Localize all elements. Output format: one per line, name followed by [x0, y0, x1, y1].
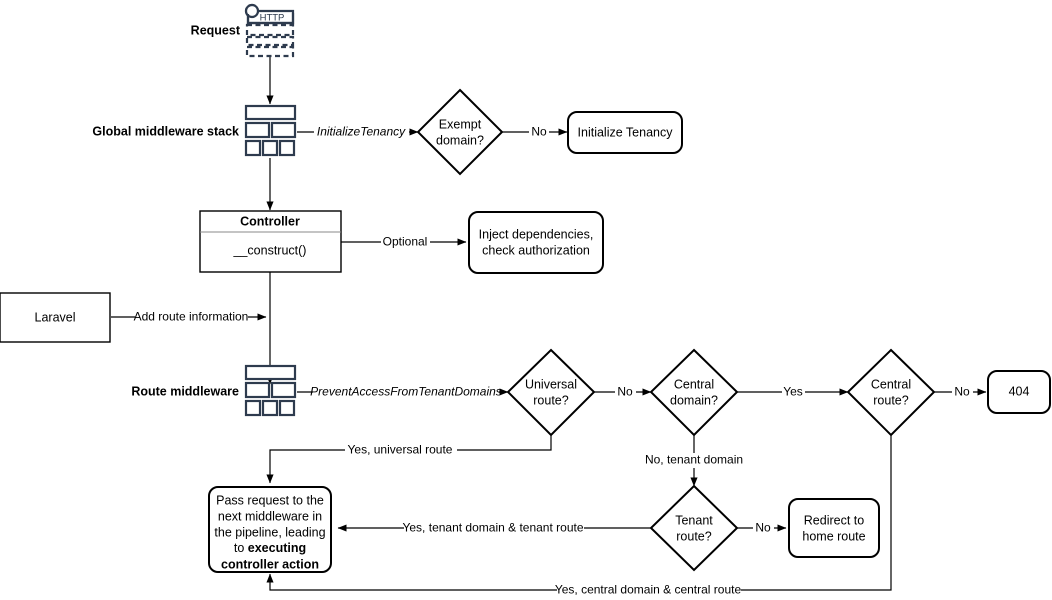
svg-text:to executing: to executing [234, 541, 306, 555]
edge-label-initialize-tenancy: InitializeTenancy [317, 125, 406, 139]
node-initialize-tenancy-label: Initialize Tenancy [578, 125, 674, 139]
node-pass-request[interactable]: Pass request to the next middleware in t… [208, 486, 332, 573]
edge-label-tenant-route-no: No [755, 521, 771, 535]
route-middleware-label: Route middleware [131, 384, 239, 398]
node-universal-route-line1: Universal [525, 377, 577, 391]
node-laravel[interactable]: Laravel [0, 292, 111, 343]
edge-label-optional: Optional [383, 235, 428, 249]
node-central-route-line1: Central [871, 377, 911, 391]
node-tenant-route-line2: route? [676, 529, 711, 543]
node-central-domain-line1: Central [674, 377, 714, 391]
node-controller-title: Controller [240, 214, 300, 228]
http-icon-label: HTTP [260, 13, 285, 24]
node-inject-dependencies-line2: check authorization [482, 243, 590, 257]
node-redirect-home-line1: Redirect to [804, 513, 864, 527]
node-pass-request-bold1: executing [248, 541, 306, 555]
edge-label-prevent-access: PreventAccessFromTenantDomains [310, 385, 502, 399]
node-tenant-route[interactable]: Tenant route? [649, 484, 739, 572]
node-exempt-domain[interactable]: Exempt domain? [416, 88, 504, 176]
global-middleware-stack-label: Global middleware stack [92, 124, 239, 138]
route-middleware-stack-icon [244, 364, 297, 417]
node-redirect-home-route[interactable]: Redirect to home route [788, 498, 880, 558]
node-exempt-domain-line1: Exempt [439, 117, 482, 131]
node-pass-request-bold2: controller action [221, 557, 319, 571]
node-pass-request-line1: Pass request to the [216, 493, 324, 507]
node-tenant-route-line1: Tenant [675, 513, 713, 527]
node-404-label: 404 [1009, 384, 1030, 398]
node-central-route[interactable]: Central route? [846, 348, 936, 437]
node-exempt-domain-line2: domain? [436, 133, 484, 147]
node-universal-route[interactable]: Universal route? [506, 348, 596, 437]
edge-label-universal-no: No [617, 385, 633, 399]
node-controller[interactable]: Controller __construct() [199, 210, 342, 273]
edge-label-exempt-no: No [531, 125, 547, 139]
node-pass-request-line4: to [234, 541, 248, 555]
node-404[interactable]: 404 [987, 370, 1051, 414]
node-inject-dependencies-line1: Inject dependencies, [479, 227, 594, 241]
node-central-route-line2: route? [873, 393, 908, 407]
edge-label-yes-universal-route: Yes, universal route [348, 443, 453, 457]
node-central-domain-line2: domain? [670, 393, 718, 407]
node-controller-method: __construct() [233, 243, 307, 257]
request-label: Request [191, 23, 241, 37]
edge-label-central-domain-yes: Yes [783, 385, 803, 399]
node-pass-request-line2: next middleware in [218, 509, 322, 523]
node-inject-dependencies[interactable]: Inject dependencies, check authorization [468, 211, 604, 274]
node-pass-request-line3: the pipeline, leading [214, 525, 325, 539]
edge-label-no-tenant-domain: No, tenant domain [645, 453, 743, 467]
node-redirect-home-line2: home route [802, 529, 865, 543]
edge-label-central-route-no: No [954, 385, 970, 399]
global-middleware-stack-icon [244, 104, 297, 157]
edge-label-yes-tenant-domain-tenant-route: Yes, tenant domain & tenant route [402, 521, 583, 535]
node-universal-route-line2: route? [533, 393, 568, 407]
node-initialize-tenancy[interactable]: Initialize Tenancy [567, 111, 683, 154]
node-laravel-label: Laravel [35, 310, 76, 324]
edge-label-yes-central-domain-central-route: Yes, central domain & central route [555, 583, 742, 597]
edge-label-add-route-information: Add route information [134, 310, 249, 324]
http-request-icon: HTTP [244, 3, 296, 58]
node-central-domain[interactable]: Central domain? [649, 348, 739, 437]
